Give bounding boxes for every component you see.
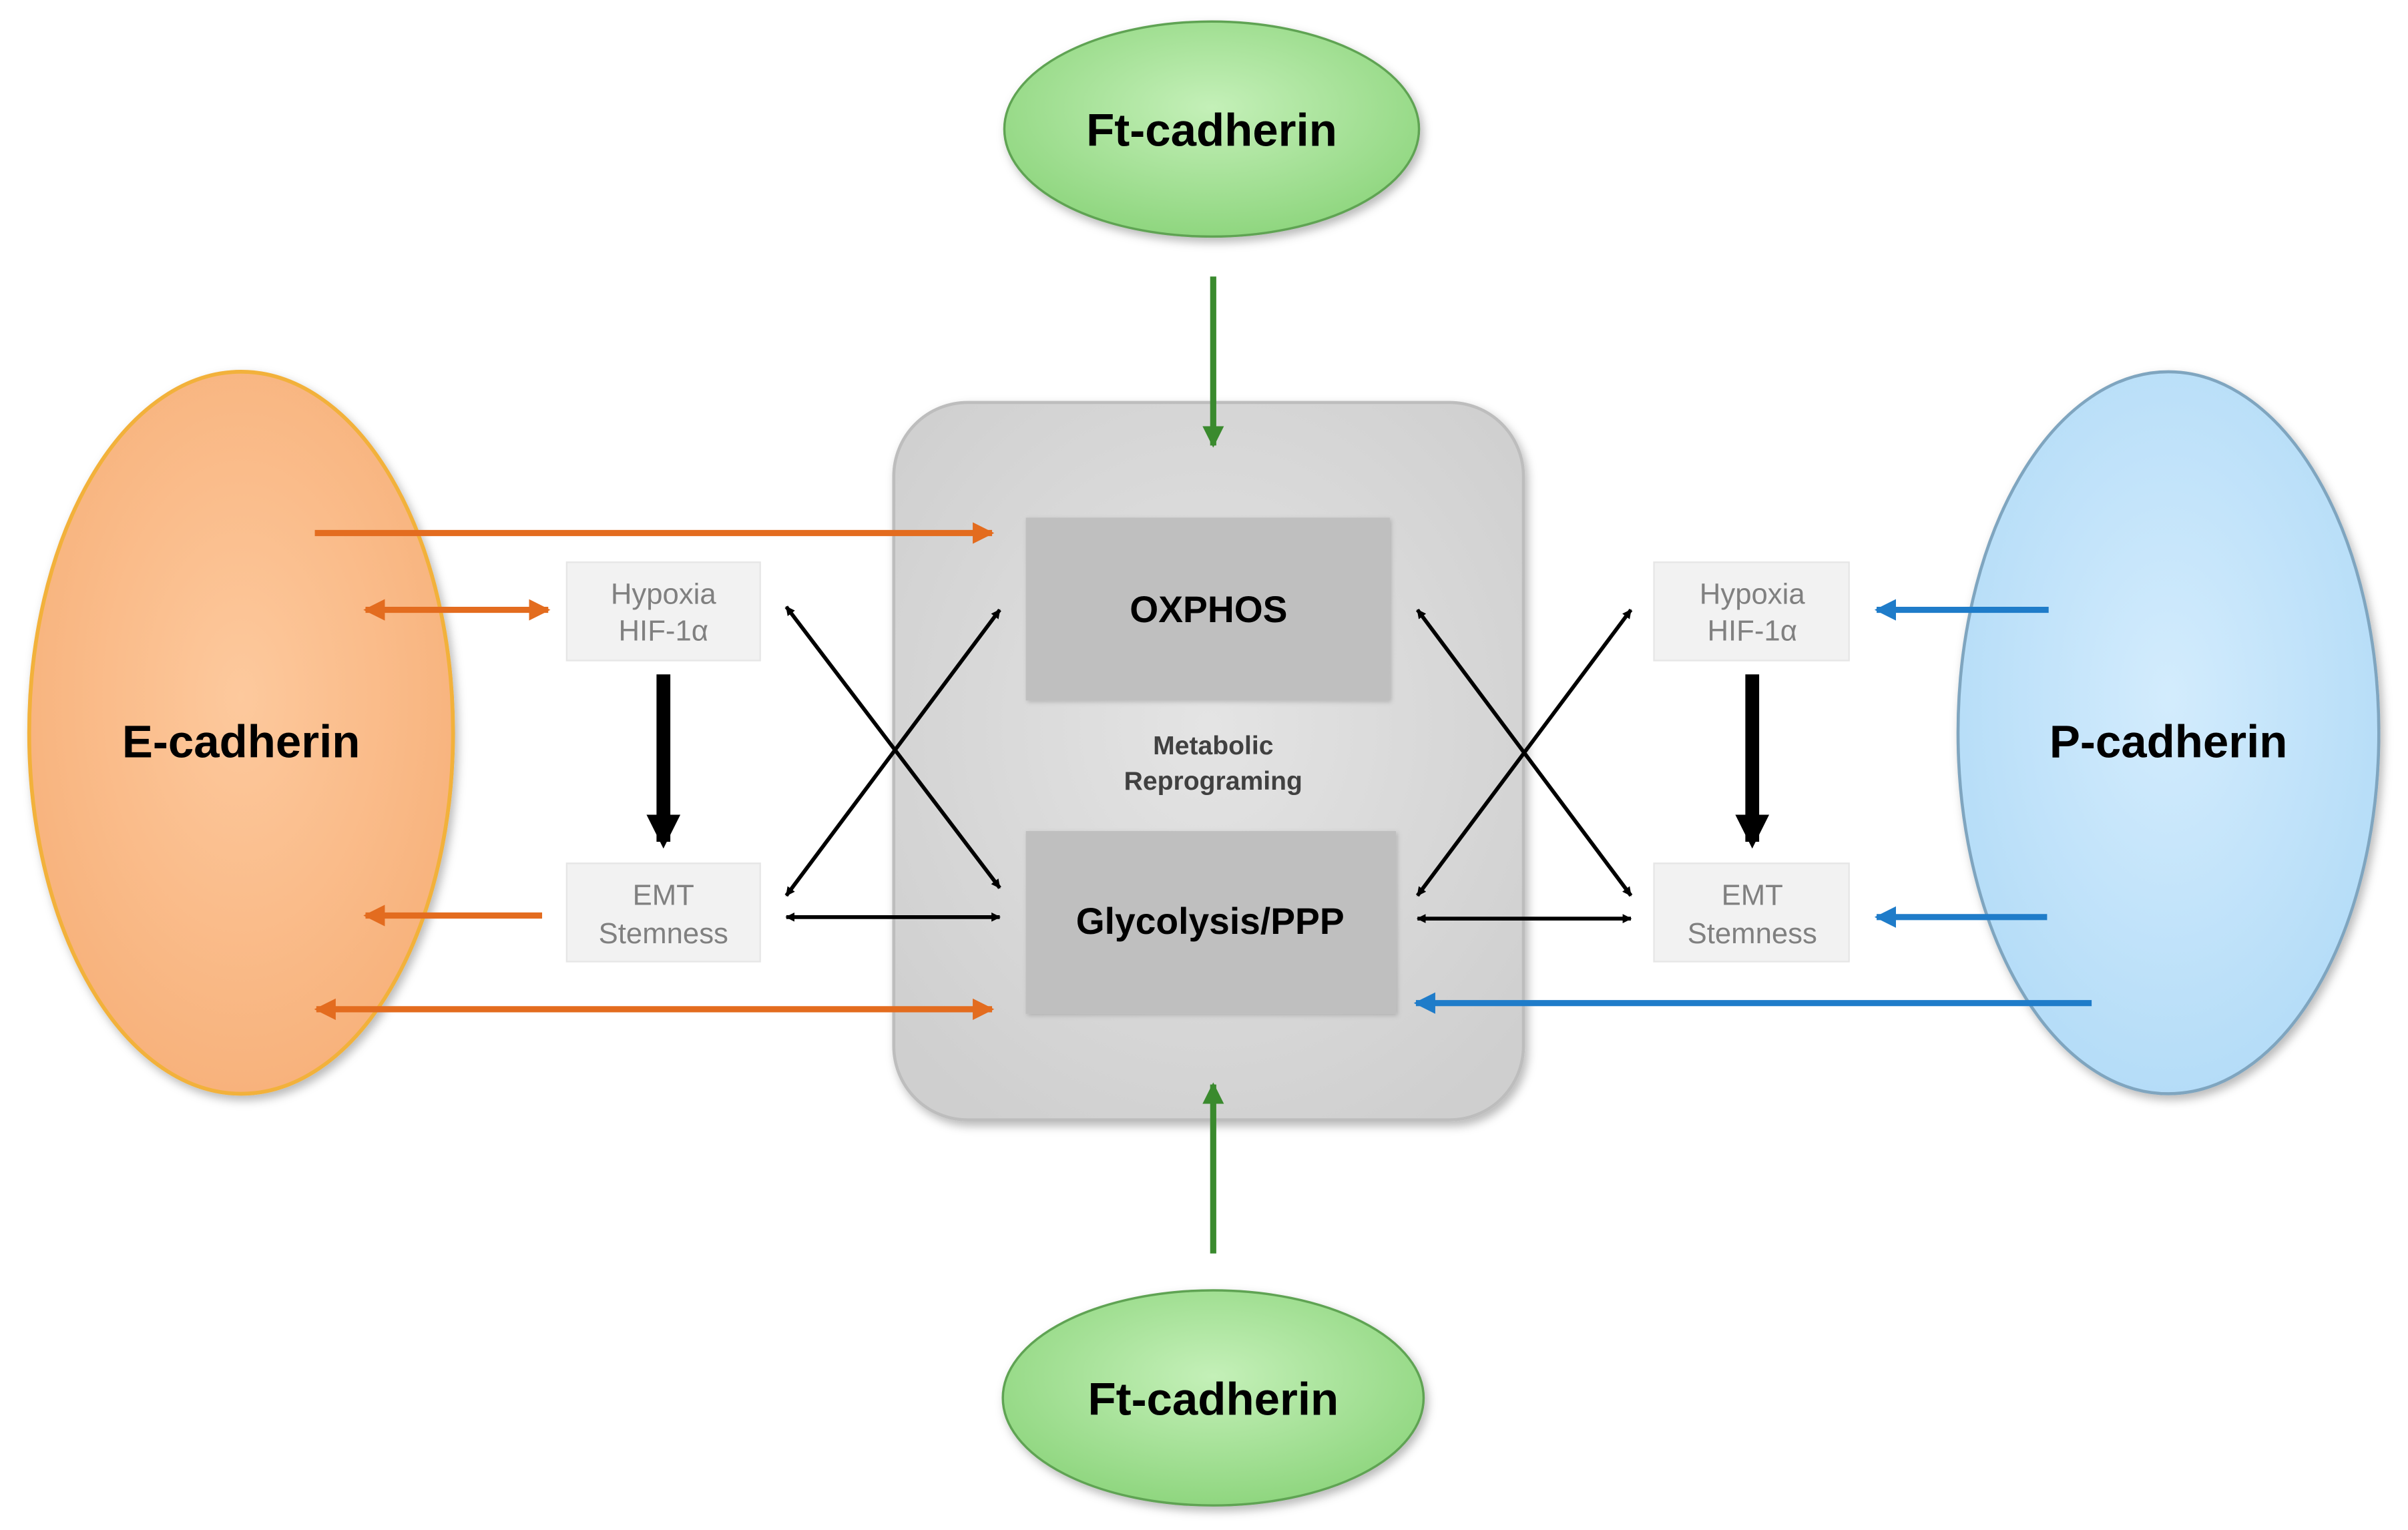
metabolic-label-line1: Metabolic xyxy=(1153,732,1273,760)
left-emt-label-line1: EMT xyxy=(633,878,694,911)
right-hypoxia-label-line2: HIF-1α xyxy=(1707,615,1797,648)
e-cadherin-label: E-cadherin xyxy=(122,716,360,767)
left-emt-label-line2: Stemness xyxy=(599,917,728,950)
metabolic-label-line2: Reprograming xyxy=(1124,767,1302,796)
p-cadherin-node xyxy=(1956,370,2381,1095)
right-emt-box xyxy=(1653,862,1850,963)
e-cadherin-node xyxy=(27,370,455,1096)
right-hypoxia-label-line1: Hypoxia xyxy=(1700,577,1806,610)
right-emt-label-line2: Stemness xyxy=(1688,917,1817,950)
left-emt-oxphos-biarrow xyxy=(784,608,1001,897)
left-hypoxia-label-line1: Hypoxia xyxy=(611,577,717,610)
ft-cadherin-top-label: Ft-cadherin xyxy=(1086,105,1337,156)
right-emt-label-line1: EMT xyxy=(1722,878,1783,911)
glycolysis-box xyxy=(1025,830,1397,1014)
ft-cadherin-top-node xyxy=(1003,20,1421,238)
ft-cadherin-bottom-label: Ft-cadherin xyxy=(1088,1373,1339,1425)
glycolysis-label: Glycolysis/PPP xyxy=(1076,901,1345,942)
oxphos-label: OXPHOS xyxy=(1130,589,1287,630)
left-hypoxia-label-line2: HIF-1α xyxy=(619,615,709,648)
left-hypoxia-box xyxy=(565,561,761,662)
left-emt-box xyxy=(565,862,761,963)
oxphos-box xyxy=(1025,517,1390,701)
right-glycolysis-hypoxia-biarrow xyxy=(1415,608,1633,897)
right-hypoxia-box xyxy=(1653,561,1850,662)
p-cadherin-label: P-cadherin xyxy=(2050,716,2288,767)
ft-cadherin-bottom-node xyxy=(1001,1289,1425,1507)
